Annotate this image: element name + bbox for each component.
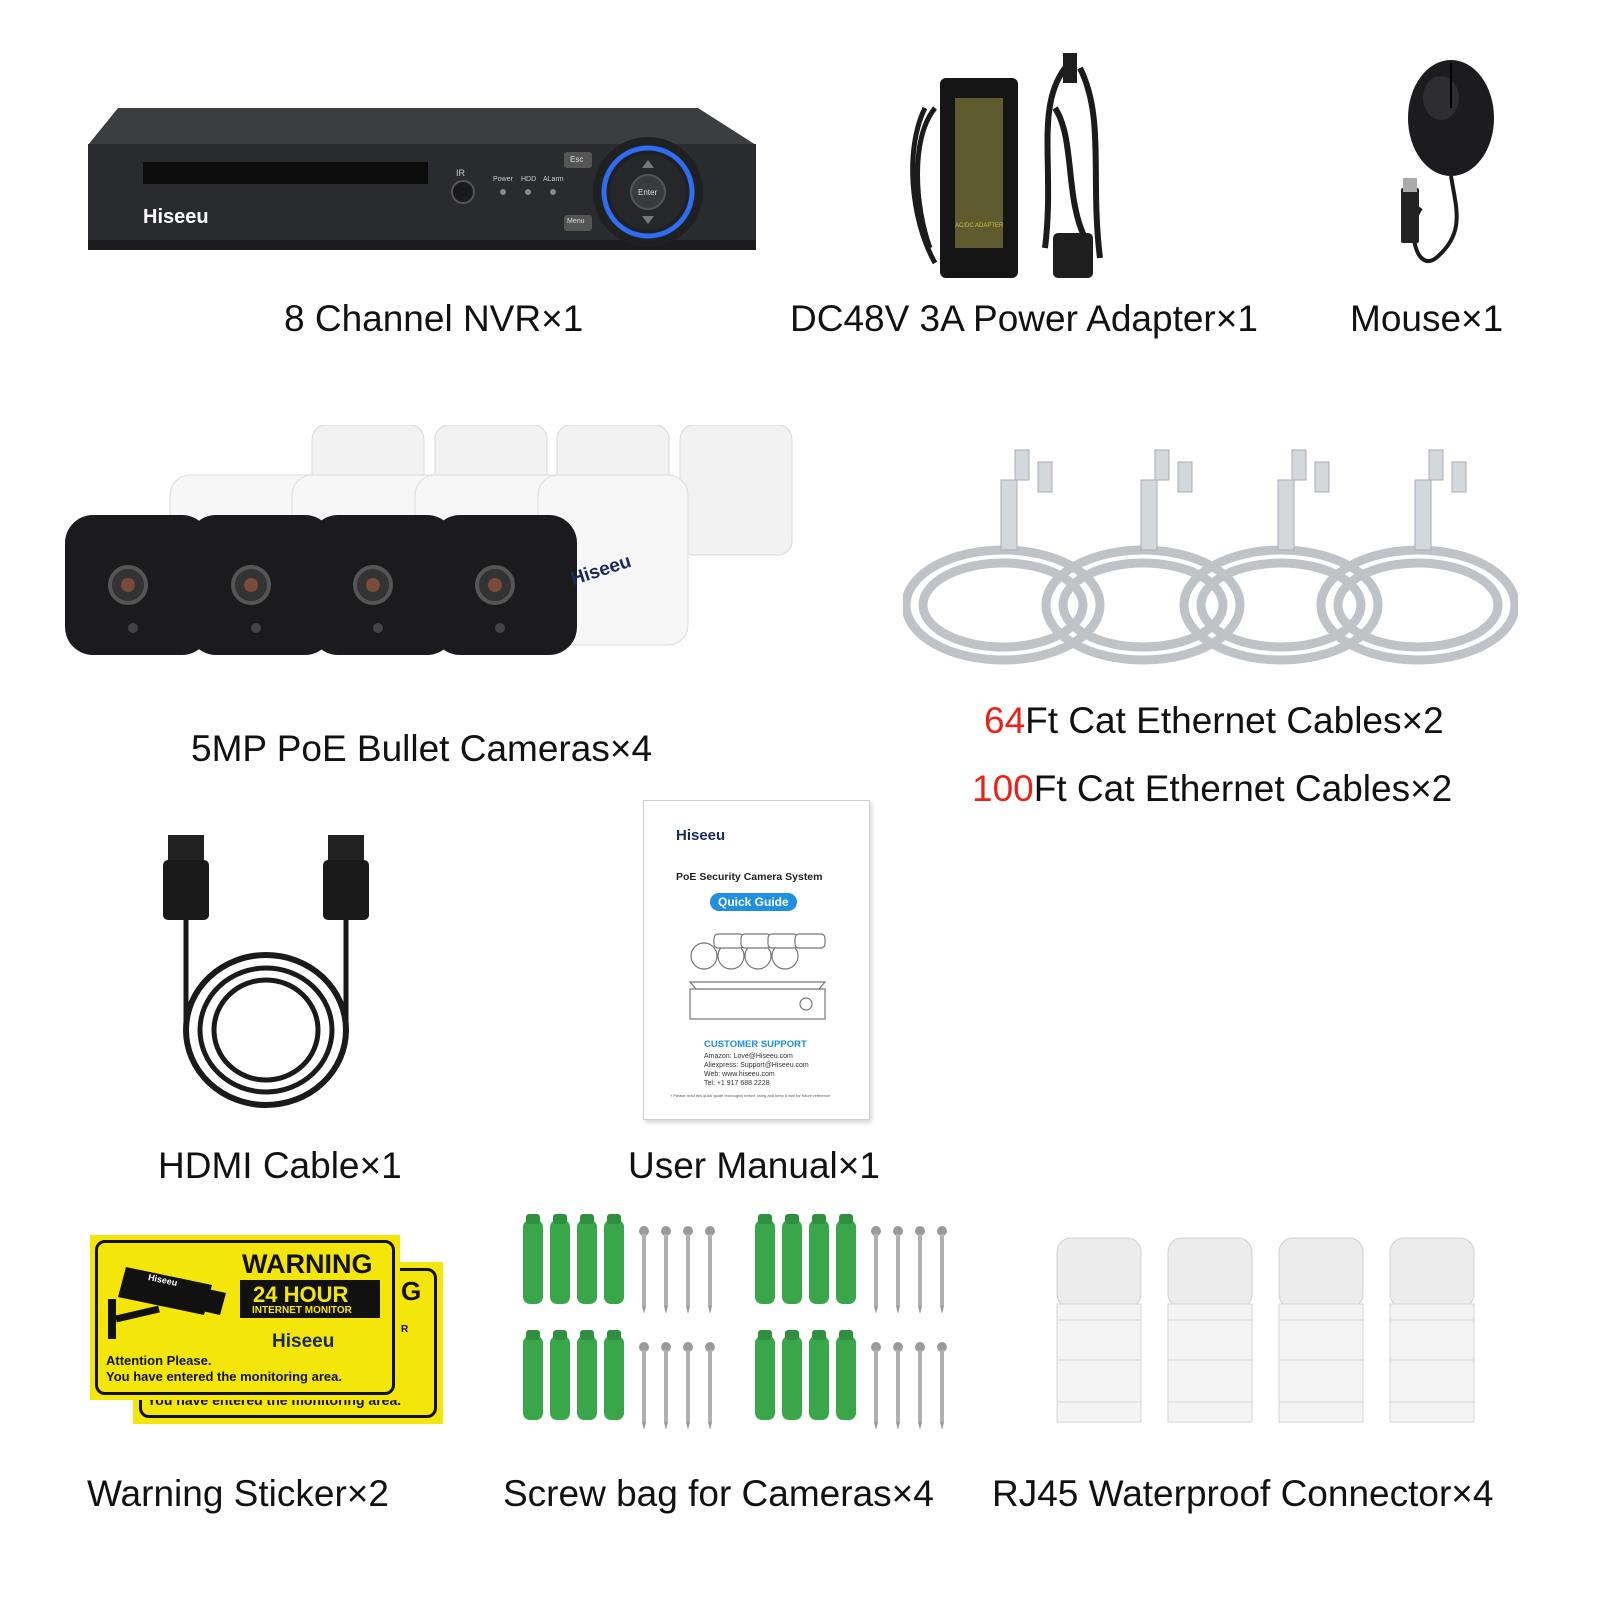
ethernet-label-64ft: 64Ft Cat Ethernet Cables×2 — [984, 702, 1444, 739]
nvr-power-label: Power — [493, 176, 513, 183]
rj45-product — [1055, 1232, 1485, 1432]
manual-support-line: Amazon: Love@Hiseeu.com — [704, 1053, 793, 1060]
sticker-back-letter-r: R — [401, 1324, 409, 1335]
screws-product — [520, 1210, 960, 1430]
nvr-product: Hiseeu IR Power HDD ALarm Esc Enter Menu — [88, 100, 756, 255]
manual-brand-logo: Hiseeu — [676, 827, 726, 844]
nvr-image — [88, 108, 756, 250]
sticker-camera-icon — [108, 1267, 226, 1339]
power-adapter-label: DC48V 3A Power Adapter×1 — [790, 298, 1258, 339]
sticker-line-1: Attention Please. — [106, 1353, 212, 1368]
nvr-esc-label: Esc — [570, 155, 584, 164]
nvr-brand-logo: Hiseeu — [143, 206, 209, 228]
manual-support-line: Aliexpress: Support@Hiseeu.com — [704, 1062, 809, 1069]
manual-label: User Manual×1 — [628, 1145, 880, 1186]
cameras-label: 5MP PoE Bullet Cameras×4 — [191, 728, 653, 769]
rj45-label: RJ45 Waterproof Connector×4 — [992, 1473, 1494, 1514]
mouse-image — [1401, 60, 1494, 263]
cameras-image — [65, 425, 793, 655]
sticker-monitor: INTERNET MONITOR — [252, 1305, 352, 1316]
manual-support-line: Tel: +1 917 688 2228 — [704, 1080, 770, 1087]
nvr-ir-label: IR — [456, 168, 465, 178]
screws-label: Screw bag for Cameras×4 — [503, 1473, 934, 1514]
screws-image — [523, 1214, 947, 1430]
ethernet-100-text: Ft Cat Ethernet Cables×2 — [1033, 768, 1453, 809]
ethernet-product — [903, 440, 1518, 670]
manual-title: PoE Security Camera System — [676, 871, 823, 883]
sticker-label: Warning Sticker×2 — [87, 1473, 389, 1514]
mouse-product — [1396, 58, 1506, 283]
cameras-product: Hiseeu — [60, 425, 800, 665]
sticker-brand-logo: Hiseeu — [272, 1331, 335, 1352]
nvr-enter-label: Enter — [638, 188, 658, 197]
mouse-label: Mouse×1 — [1350, 298, 1504, 339]
manual-support-title: CUSTOMER SUPPORT — [704, 1039, 807, 1050]
manual-support-line: Web: www.hiseeu.com — [704, 1071, 775, 1078]
ethernet-image — [903, 449, 1518, 665]
nvr-menu-label: Menu — [567, 218, 585, 225]
nvr-hdd-label: HDD — [521, 176, 537, 183]
power-adapter-image — [910, 53, 1103, 278]
ethernet-100-number: 100 — [972, 768, 1034, 809]
sticker-back-letter-g: G — [401, 1276, 422, 1306]
manual-badge: Quick Guide — [710, 893, 797, 911]
rj45-image — [1056, 1237, 1475, 1423]
sticker-warning-title: WARNING — [242, 1249, 373, 1279]
manual-illustration — [688, 933, 827, 1020]
ethernet-label-100ft: 100Ft Cat Ethernet Cables×2 — [972, 770, 1452, 807]
ethernet-64-number: 64 — [984, 700, 1026, 741]
hdmi-label: HDMI Cable×1 — [158, 1145, 402, 1186]
adapter-print: AC/DC ADAPTER — [955, 223, 1004, 229]
power-adapter-product: AC/DC ADAPTER — [905, 48, 1135, 283]
ethernet-64-text: Ft Cat Ethernet Cables×2 — [1025, 700, 1444, 741]
nvr-label: 8 Channel NVR×1 — [284, 298, 584, 339]
sticker-hours: 24 HOUR — [253, 1282, 349, 1307]
nvr-alarm-label: ALarm — [543, 176, 564, 183]
hdmi-product — [160, 835, 370, 1115]
manual-product: Hiseeu PoE Security Camera System Quick … — [643, 800, 870, 1120]
sticker-line-2: You have entered the monitoring area. — [106, 1369, 342, 1384]
sticker-front: Hiseeu WARNING 24 HOUR INTERNET MONITOR … — [90, 1235, 400, 1400]
hdmi-image — [163, 835, 369, 1108]
manual-footnote: † Please read this quick guide thoroughl… — [670, 1093, 832, 1098]
